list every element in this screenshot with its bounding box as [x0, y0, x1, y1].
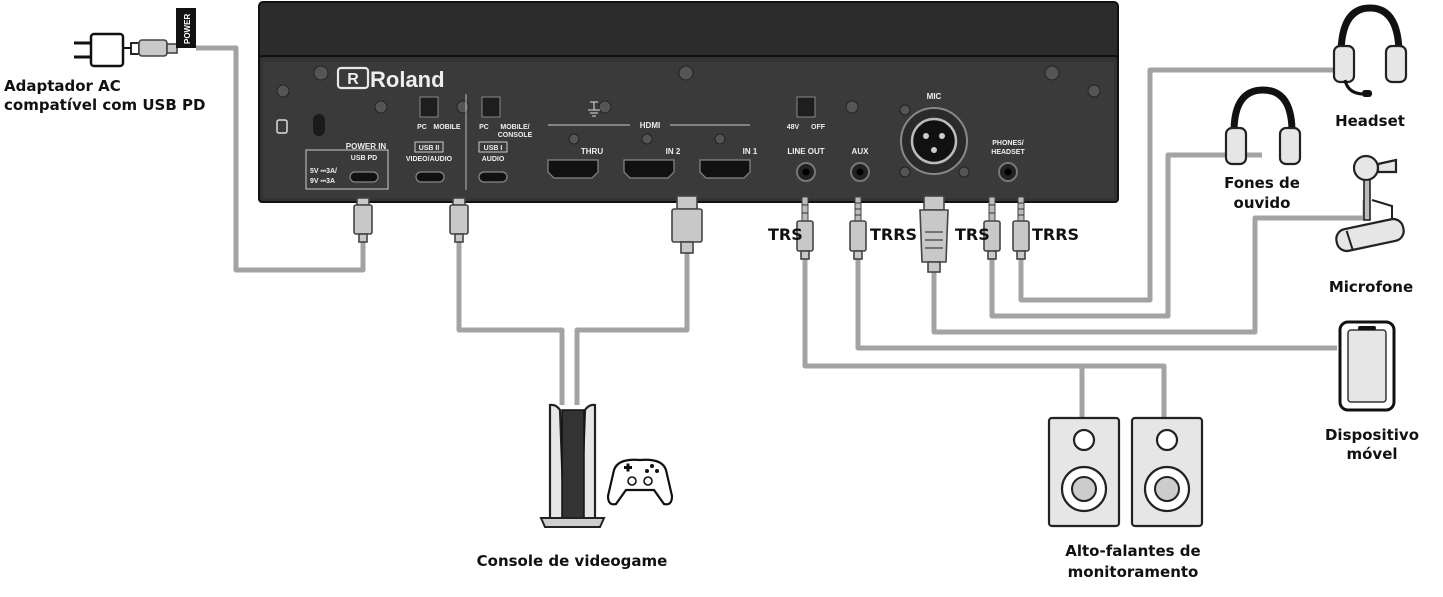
usb-c-audio-port [478, 171, 508, 183]
microphone-icon [1335, 154, 1405, 253]
power-cable [196, 45, 366, 273]
hdmi-in1-label: IN 1 [743, 147, 758, 156]
hdmi-thru-port [547, 159, 599, 179]
usb-c-video-port [415, 171, 445, 183]
aux-label: AUX [852, 147, 870, 156]
roland-logo: R Roland [336, 66, 445, 92]
phones-trs-label: TRS [955, 225, 990, 244]
adapter-label-1: Adaptador AC [4, 77, 121, 95]
power-spec-1: 5V ⎓3A/ [310, 168, 337, 175]
hdmi-cable [574, 252, 690, 405]
video-switch-pc: PC [417, 124, 427, 131]
headset-trrs-plug [1012, 196, 1030, 260]
game-console-icon [539, 403, 606, 528]
device-panel-face [263, 62, 1114, 198]
xlr-plug [919, 195, 949, 273]
console-label: Console de videogame [477, 552, 668, 570]
line-out-label: LINE OUT [787, 147, 824, 156]
headset-trrs-label: TRRS [1032, 225, 1079, 244]
phones-trs-plug [983, 196, 1001, 260]
audio-label: AUDIO [482, 156, 505, 163]
screws [276, 65, 1101, 178]
headphones-label-1: Fones de [1224, 174, 1300, 192]
speakers-label-1: Alto-falantes de [1065, 542, 1200, 560]
hdmi-in2-label: IN 2 [666, 147, 681, 156]
adapter-body [89, 32, 125, 68]
mobile-label-2: móvel [1346, 445, 1397, 463]
usb-video-cable [456, 240, 565, 405]
ac-adapter: POWER [74, 8, 196, 68]
lineout-trs-label: TRS [768, 225, 803, 244]
lineout-cable [802, 258, 1167, 418]
power-in-label: POWER IN [346, 142, 387, 151]
mobile-device-icon [1338, 320, 1396, 412]
hdmi-plug [671, 195, 703, 254]
hdmi-label: HDMI [640, 121, 660, 130]
headset-port-label: HEADSET [991, 149, 1025, 156]
usb1-label: USB I [484, 145, 503, 152]
headphones-label-2: ouvido [1234, 194, 1291, 212]
cables [196, 45, 1368, 418]
hdmi-in1-port [699, 159, 751, 179]
usb2-label: USB II [419, 145, 440, 152]
audio-switch [481, 96, 501, 118]
svg-text:R: R [347, 71, 359, 88]
video-audio-label: VIDEO/AUDIO [406, 156, 453, 163]
microphone-label: Microfone [1329, 278, 1413, 296]
usb-c-video-plug [449, 197, 469, 243]
plugs [353, 195, 1030, 273]
mobile-label-1: Dispositivo [1325, 426, 1419, 444]
aux-trrs-label: TRRS [870, 225, 917, 244]
lineout-trs-plug [796, 196, 814, 260]
headset-label: Headset [1335, 112, 1405, 130]
mic-label: MIC [927, 92, 942, 101]
power-tag [176, 8, 196, 48]
kensington-icon [276, 119, 288, 134]
usb1-frame [478, 141, 508, 153]
roland-device: R Roland POWER IN USB PD 5V ⎓3A/ 9V ⎓3A … [258, 1, 1119, 203]
audio-switch-console: CONSOLE [498, 132, 533, 139]
usb-pd-label: USB PD [351, 155, 377, 162]
hdmi-in2-port [623, 159, 675, 179]
aux-trrs-plug [849, 196, 867, 260]
phones-cable [989, 152, 1262, 319]
video-switch [419, 96, 439, 118]
phones-label: PHONES/ [992, 140, 1024, 147]
phantom-off-label: OFF [811, 124, 826, 131]
hdmi-label-bg [630, 119, 670, 130]
power-in-frame [305, 149, 389, 190]
power-spec-2: 9V ⎓3A [310, 178, 335, 185]
speakers-icon [1047, 416, 1204, 528]
headset-cable [1018, 67, 1338, 303]
phantom-48v-label: 48V [787, 124, 800, 131]
security-slot [313, 114, 325, 136]
adapter-label-2: compatível com USB PD [4, 96, 205, 114]
usb-c-power-port [349, 171, 379, 183]
power-tag-text: POWER [183, 14, 192, 44]
usb-c-power-plug [353, 197, 373, 243]
gamepad-icon [606, 458, 674, 506]
brand-text: Roland [370, 67, 445, 92]
video-switch-mobile: MOBILE [433, 124, 461, 131]
aux-cable [855, 258, 1337, 351]
usb2-frame [414, 141, 444, 153]
speakers-label-2: monitoramento [1068, 563, 1199, 581]
audio-switch-pc: PC [479, 124, 489, 131]
headset-icon [1332, 4, 1408, 97]
hdmi-thru-label: THRU [581, 147, 603, 156]
audio-switch-mobile: MOBILE/ [500, 124, 529, 131]
device-top [258, 1, 1119, 63]
headphones-icon [1224, 86, 1302, 166]
ground-icon [588, 101, 600, 117]
phantom-switch [796, 96, 816, 118]
